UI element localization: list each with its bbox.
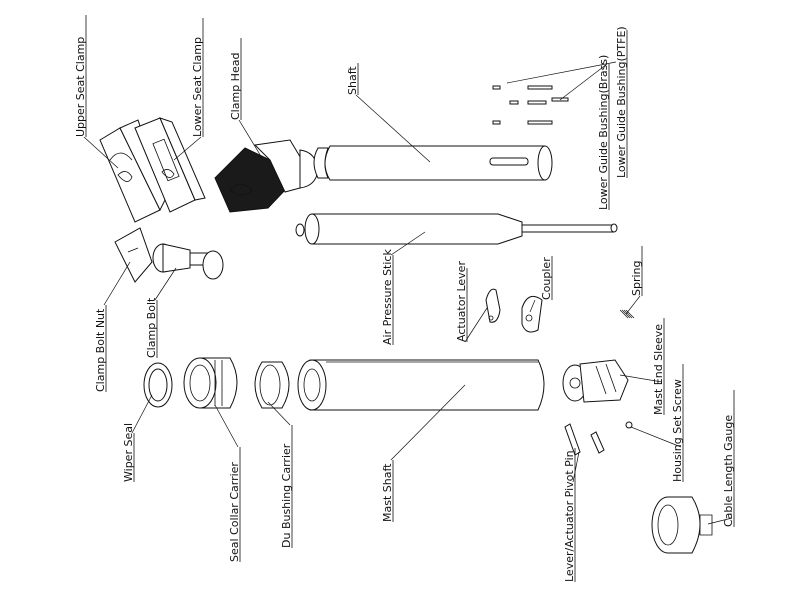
svg-text:Du Bushing Carrier: Du Bushing Carrier: [280, 443, 293, 548]
part-mast-shaft: [297, 359, 545, 411]
part-clamp-bolt-nut: [114, 227, 153, 283]
label-mast-shaft: Mast Shaft: [381, 460, 394, 522]
label-mast-end-sleeve: Mast End Sleeve: [652, 318, 665, 415]
part-du-bushing-carrier: [254, 361, 290, 409]
svg-text:Spring: Spring: [630, 261, 643, 297]
svg-text:Actuator Lever: Actuator Lever: [455, 261, 468, 342]
svg-text:Cable Length Gauge: Cable Length Gauge: [722, 415, 735, 527]
label-cable-length-gauge: Cable Length Gauge: [722, 390, 735, 527]
part-cable-length-gauge: [651, 496, 713, 554]
svg-text:Shaft: Shaft: [346, 66, 359, 95]
label-upper-seat-clamp: Upper Seat Clamp: [74, 15, 87, 137]
part-housing-set-screw: [625, 421, 633, 429]
svg-text:Lever/Actuator Pivot Pin: Lever/Actuator Pivot Pin: [563, 450, 576, 582]
svg-text:Upper Seat Clamp: Upper Seat Clamp: [74, 37, 87, 137]
label-lower-guide-bushing-brass: Lower Guide Bushing(Brass): [597, 55, 610, 210]
label-actuator-lever: Actuator Lever: [455, 261, 468, 342]
part-shaft: [313, 145, 553, 181]
label-lever-actuator-pivot-pin: Lever/Actuator Pivot Pin: [563, 448, 576, 582]
svg-text:Seal Collar Carrier: Seal Collar Carrier: [228, 462, 241, 562]
part-spring: [619, 309, 635, 319]
part-seal-collar-carrier: [183, 357, 238, 409]
svg-text:Mast End Sleeve: Mast End Sleeve: [652, 324, 665, 415]
part-clamp-bolt: [152, 243, 224, 280]
part-upper-seat-clamp: [99, 119, 166, 223]
svg-text:Housing Set Screw: Housing Set Screw: [671, 379, 684, 482]
svg-text:Clamp Bolt Nut: Clamp Bolt Nut: [94, 308, 107, 392]
label-du-bushing-carrier: Du Bushing Carrier: [280, 425, 293, 548]
label-spring: Spring: [630, 246, 643, 296]
svg-text:Coupler: Coupler: [540, 257, 553, 300]
label-shaft: Shaft: [346, 63, 359, 95]
part-coupler: [521, 295, 543, 333]
svg-text:Lower Seat Clamp: Lower Seat Clamp: [191, 37, 204, 137]
svg-text:Lower Guide Bushing(PTFE): Lower Guide Bushing(PTFE): [615, 26, 628, 178]
leader-lines: [83, 61, 733, 525]
label-air-pressure-stick: Air Pressure Stick: [381, 249, 394, 345]
label-lower-guide-bushing-ptfe: Lower Guide Bushing(PTFE): [615, 26, 628, 178]
label-clamp-bolt: Clamp Bolt: [145, 297, 158, 358]
part-actuator-lever: [485, 288, 501, 323]
part-lever-actuator-pivot-pin: [564, 423, 605, 456]
svg-text:Mast Shaft: Mast Shaft: [381, 463, 394, 522]
part-lower-guide-bushings: [492, 85, 569, 125]
label-coupler: Coupler: [540, 256, 553, 300]
part-clamp-head: [214, 139, 319, 213]
label-housing-set-screw: Housing Set Screw: [671, 364, 684, 482]
part-wiper-seal: [143, 362, 173, 408]
svg-text:Clamp Head: Clamp Head: [229, 53, 242, 120]
part-lower-seat-clamp: [134, 117, 206, 213]
label-wiper-seal: Wiper Seal: [122, 423, 135, 482]
label-clamp-head: Clamp Head: [229, 38, 242, 120]
svg-text:Air Pressure Stick: Air Pressure Stick: [381, 249, 394, 345]
part-air-pressure-stick: [295, 213, 618, 245]
svg-text:Wiper Seal: Wiper Seal: [122, 423, 135, 482]
svg-text:Lower Guide Bushing(Brass): Lower Guide Bushing(Brass): [597, 55, 610, 210]
label-seal-collar-carrier: Seal Collar Carrier: [228, 447, 241, 562]
label-clamp-bolt-nut: Clamp Bolt Nut: [94, 305, 107, 392]
part-mast-end-sleeve: [562, 359, 629, 403]
label-lower-seat-clamp: Lower Seat Clamp: [191, 18, 204, 137]
svg-text:Clamp Bolt: Clamp Bolt: [145, 297, 158, 358]
